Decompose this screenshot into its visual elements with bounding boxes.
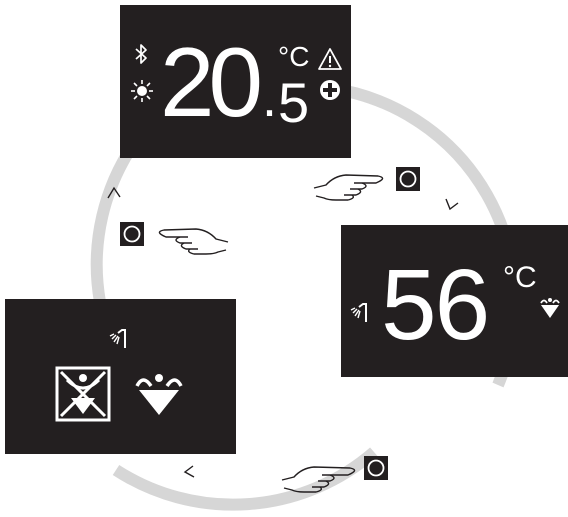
disabled-person-icon <box>55 366 111 422</box>
user-comfort-icon <box>538 295 562 319</box>
circle-button-icon[interactable] <box>364 456 388 480</box>
press-step-bottom <box>280 452 392 497</box>
pointing-hand-icon <box>314 175 383 200</box>
cycle-arrow-bottom <box>185 466 194 477</box>
cycle-arrow-right <box>446 199 458 209</box>
warning-icon <box>317 47 343 71</box>
press-step-top <box>312 160 422 205</box>
bluetooth-icon <box>134 43 148 65</box>
temperature-fraction: 5 <box>278 75 309 131</box>
pointing-hand-icon <box>159 229 228 254</box>
sun-icon <box>130 79 154 103</box>
shower-icon <box>108 327 132 349</box>
user-comfort-icon <box>133 370 185 416</box>
water-temperature-display: 56 °C <box>341 225 568 377</box>
temperature-whole: 20 <box>160 33 257 131</box>
temperature-unit: °C <box>278 43 309 71</box>
water-temperature-unit: °C <box>503 263 537 293</box>
circle-button-icon[interactable] <box>396 167 420 191</box>
mode-display <box>5 299 236 454</box>
pointing-hand-icon <box>282 467 355 492</box>
circle-button-icon[interactable] <box>120 222 144 246</box>
press-step-left <box>118 218 230 266</box>
temperature-display: 20 . 5 °C <box>120 5 351 158</box>
water-temperature-value: 56 <box>381 255 488 355</box>
temperature-decimal-point: . <box>262 71 277 125</box>
plus-icon <box>319 79 341 101</box>
shower-icon <box>349 301 373 323</box>
